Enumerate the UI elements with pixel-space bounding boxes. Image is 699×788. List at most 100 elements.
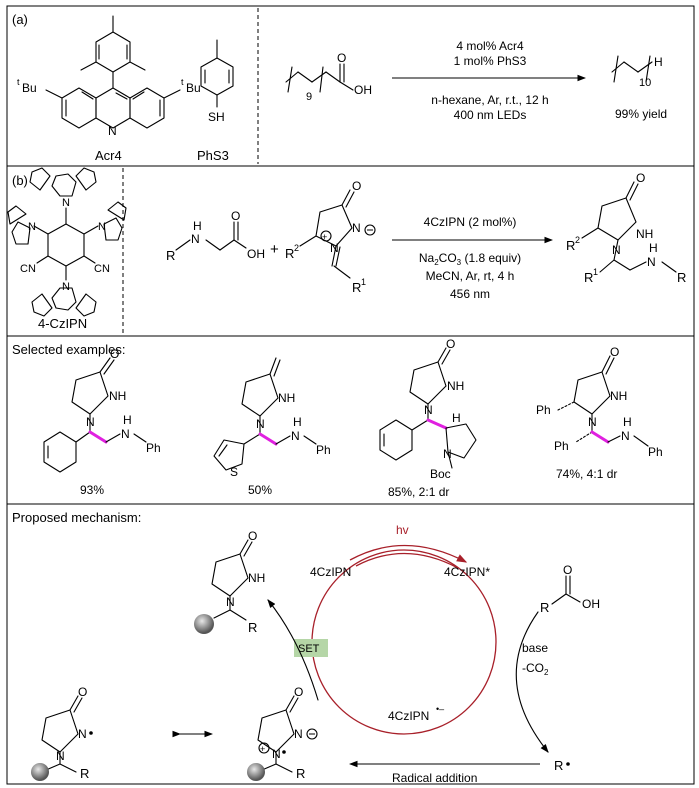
ex4-amine-n: N [621,429,630,443]
azo-r2-sup: 2 [294,243,299,253]
panel-b-cond3: MeCN, Ar, rt, 4 h [426,269,515,283]
azo-r2: R [285,246,294,261]
radical-int-1-ball [31,763,49,781]
radical-int-2 [257,695,299,773]
hv-label: hv [396,523,409,537]
radical-int-2-ball [247,763,265,781]
mechanism-frame [6,503,695,785]
ex3-h: H [452,411,461,425]
ex1-yield: 93% [80,483,104,497]
ex3-boc: Boc [430,467,451,481]
phs3-structure [200,39,234,108]
ex4-yield: 74%, 4:1 dr [556,467,617,481]
mech-acid-r: R [540,600,549,615]
ex2-amine-n: N [291,429,300,443]
examples-title: Selected examples: [12,342,125,357]
phs3-label: PhS3 [197,148,229,163]
azo-r1: R [352,280,361,295]
ex4-n: N [588,415,597,429]
ex3-ring-n: N [443,447,452,461]
fatty-acid-oh: OH [354,83,372,97]
alkane-h: H [654,55,663,69]
acr4-structure [45,15,181,129]
czipn-n-left: N [28,221,36,233]
radical-int-2-dot [282,750,286,754]
co2-label: -CO2 [522,661,549,677]
ex1-n: N [86,415,95,429]
panel-b-cond2: Na2CO3 (1.8 equiv) [419,251,521,267]
radical-anion-label: 4CzIPN [388,709,429,723]
prod-b-r: R [677,270,686,285]
azo-nminus: N [352,221,361,235]
gly-n: N [191,232,200,246]
glycine-derivative [175,221,247,251]
ex3-n: N [424,403,433,417]
example-3-structure [379,347,477,469]
radical-int-2-r: R [296,766,305,781]
czipn-label: 4-CzIPN [38,316,87,331]
radical-int-2-nplus: N [272,747,281,761]
prod-b-n: N [612,243,621,257]
phs3-sh: SH [208,110,225,124]
ex2-s: S [230,465,238,479]
gly-oh: OH [247,247,265,261]
radical-addition-label: Radical addition [392,771,477,785]
ex1-amine-n: N [121,427,130,441]
panel-b-cond4: 456 nm [450,287,490,301]
ex4-nh: NH [610,389,627,403]
product-arrow [267,599,319,701]
azo-minus-charge [364,224,376,236]
radical-int-2-plus [258,742,270,754]
ex4-o: O [610,345,619,359]
radical-int-1-n2: N [78,727,87,741]
panel-a-cond1: 4 mol% Acr4 [456,39,524,53]
panel-a-cond2: 1 mol% PhS3 [454,54,527,68]
acr4-label: Acr4 [95,148,122,163]
radical-r: R [554,758,563,773]
acr4-tbu-left: Bu [22,81,37,95]
fatty-acid-o: O [337,51,346,65]
mech-product-r: R [248,620,257,635]
azo-plus-symbol: + [322,232,327,242]
ex3-yield: 85%, 2:1 dr [388,485,449,499]
prod-b-r2: R [566,238,575,253]
radical-int-1-r: R [80,766,89,781]
radical-int-1-dot [89,731,93,735]
acr4-tbu-right-sup: t [181,77,184,87]
panel-a-yield: 99% yield [615,107,667,121]
ex4-ph-amine: Ph [648,445,663,459]
azo-o: O [352,179,361,193]
mech-product-nh: NH [248,571,265,585]
radical-int-2-nminus: N [294,727,303,741]
gly-o: O [231,209,240,223]
gly-r: R [166,248,175,263]
ex2-yield: 50% [248,483,272,497]
mech-acid-o: O [563,563,572,577]
base-label: base [522,641,548,655]
panel-b-frame [6,165,695,337]
ground-state-label: 4CzIPN [310,565,351,579]
ex2-nh: NH [278,391,295,405]
radical-int-2-o: O [294,685,303,699]
set-box [294,639,328,657]
gly-h: H [193,219,202,233]
radical-int-2-plus-symbol: + [260,744,265,754]
ex4-amine-h: H [623,415,632,429]
prod-b-r1-sup: 1 [593,267,598,277]
ex1-ph: Ph [146,441,161,455]
radical-int-1-o: O [78,685,87,699]
alkane-product [611,55,653,83]
mech-acid-oh: OH [582,597,600,611]
hv-arrow-forward [349,544,468,563]
azo-nplus: N [330,241,339,255]
example-4-structure [557,355,649,447]
hv-arrow-back [355,552,459,569]
ex2-amine-h: H [293,415,302,429]
example-2-structure [213,357,317,471]
radical-anion-charge: •– [436,704,444,714]
ex2-ph: Ph [316,443,331,457]
panel-a-cond4: 400 nm LEDs [454,108,527,122]
set-label: SET [298,643,320,655]
prod-b-r1: R [584,270,593,285]
